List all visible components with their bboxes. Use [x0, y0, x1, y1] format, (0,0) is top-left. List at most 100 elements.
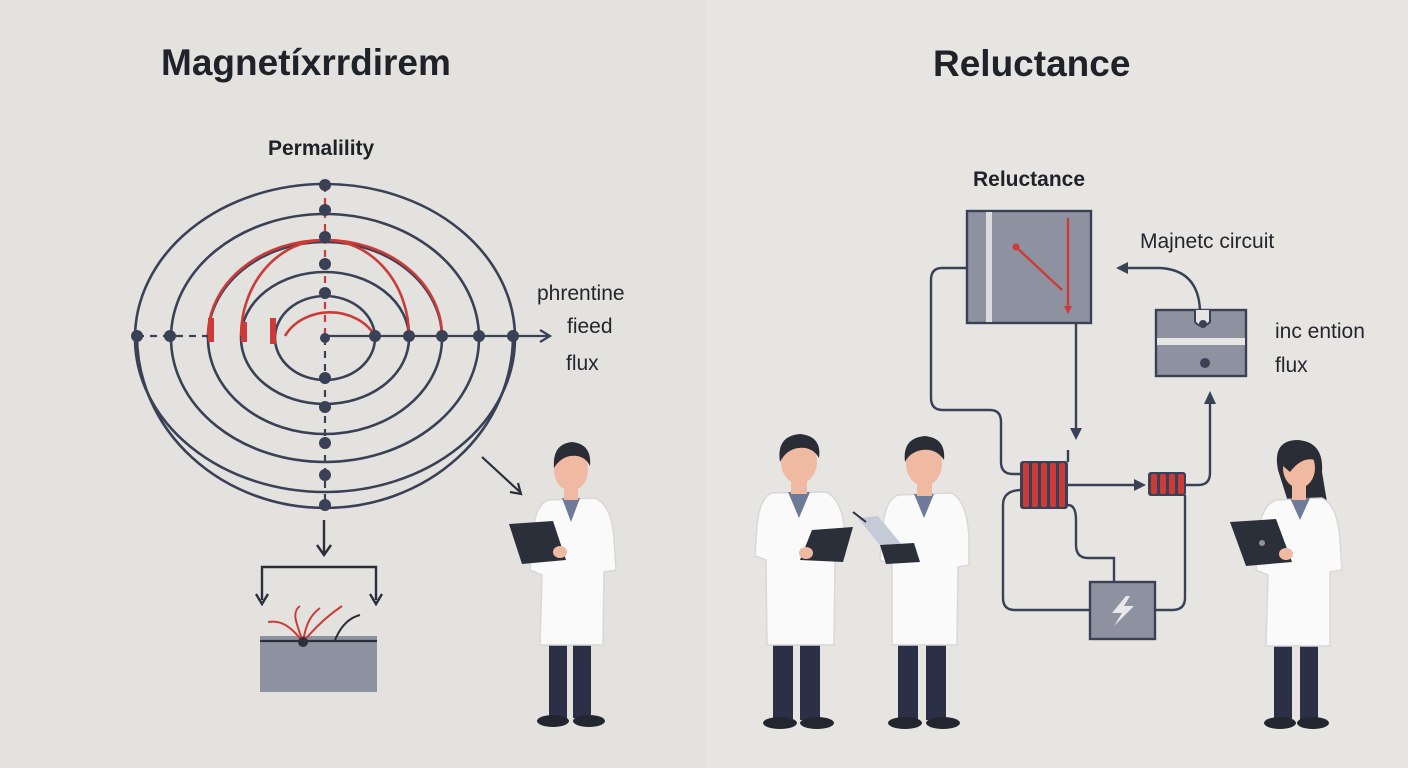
scientist-right: [1230, 440, 1343, 729]
wire-bottom-left: [1001, 488, 1090, 612]
reluctance-needle: [1015, 246, 1063, 291]
arrow-head: [509, 482, 523, 496]
pen: [852, 511, 867, 523]
arrowhead: [1070, 428, 1082, 440]
down-arrowhead: [316, 544, 332, 558]
coil-turn: [1151, 474, 1157, 494]
arrowhead: [1204, 391, 1216, 404]
leg: [549, 630, 567, 718]
node: [319, 469, 331, 481]
neck: [1292, 484, 1306, 500]
arrow-shaft: [481, 456, 521, 493]
leg: [1274, 642, 1292, 720]
reluctance-pivot: [1012, 243, 1020, 251]
shirt: [1290, 498, 1310, 520]
permeability-label: Permalility: [268, 137, 375, 160]
scientist-left: [509, 442, 617, 727]
wire-battery-right: [1155, 495, 1187, 612]
shirt: [914, 494, 934, 518]
spark-line: [267, 620, 304, 643]
shoe: [537, 715, 569, 727]
node: [164, 330, 176, 342]
node: [319, 437, 331, 449]
coil-turn: [1041, 463, 1047, 507]
wire-coil-to-battery: [1067, 503, 1116, 582]
node: [403, 330, 415, 342]
sensor-plate: [260, 636, 377, 692]
coil-turn: [1050, 463, 1056, 507]
hand: [553, 546, 567, 558]
shirt: [562, 498, 580, 522]
hair: [553, 442, 591, 468]
tablet-dot: [1259, 540, 1265, 546]
coil-turn: [1023, 463, 1029, 507]
coil-turn: [1178, 474, 1184, 494]
circuit-block-node: [1199, 320, 1207, 328]
right-title: Reluctance: [933, 43, 1131, 84]
shoe: [573, 715, 605, 727]
node: [319, 258, 331, 270]
flux-sparks: [267, 605, 361, 647]
hair: [779, 434, 820, 462]
shoe: [800, 717, 834, 729]
scientist-middle-right: [852, 436, 970, 729]
tablet: [509, 521, 566, 564]
node: [369, 330, 381, 342]
coil-turn: [1169, 474, 1175, 494]
shoe: [926, 717, 960, 729]
coil-frame: [1148, 472, 1186, 496]
coil-turn: [1032, 463, 1038, 507]
head: [906, 442, 942, 486]
flux-label-line-3: flux: [566, 352, 599, 375]
node: [319, 179, 331, 191]
lab-coat: [879, 492, 970, 646]
shoe: [1297, 717, 1329, 729]
tablet: [880, 543, 920, 564]
hair: [904, 436, 945, 462]
red-marker: [241, 322, 247, 342]
node: [473, 330, 485, 342]
sensor-plate-group: [254, 520, 384, 607]
circuit-block-gap: [1157, 338, 1245, 345]
wire-to-circuit-box: [1124, 266, 1202, 311]
arrowhead: [1134, 479, 1146, 491]
leg: [773, 635, 793, 720]
lightning-icon: [1112, 596, 1134, 626]
spark-line: [294, 605, 304, 643]
reluctance-box-label: Reluctance: [973, 168, 1086, 191]
node: [319, 231, 331, 243]
wire-right-up: [1186, 400, 1212, 487]
node: [436, 330, 448, 342]
coil-large: [1020, 461, 1068, 509]
flux-label-line-2: fieed: [567, 315, 613, 338]
spark-line: [302, 605, 343, 643]
coil-small: [1148, 472, 1186, 496]
node: [507, 330, 519, 342]
circuit-block-node: [1200, 358, 1210, 368]
lab-coat: [529, 497, 617, 646]
hair-front: [1283, 446, 1316, 472]
tablet: [800, 527, 853, 562]
plate-node: [298, 637, 308, 647]
red-markers: [208, 318, 276, 344]
clipboard: [858, 516, 902, 548]
shirt: [788, 492, 810, 518]
reluctance-block: [965, 209, 1093, 325]
node: [131, 330, 143, 342]
shoe: [1264, 717, 1296, 729]
wire-left-loop: [929, 266, 1022, 476]
reluctance-gap: [986, 212, 992, 322]
circuit-arrowheads: [1070, 262, 1216, 491]
right-flux-label-line-1: inc ention: [1275, 320, 1365, 343]
left-title: Magnetíxrrdirem: [161, 42, 451, 83]
leg: [926, 635, 946, 720]
node: [319, 204, 331, 216]
head: [554, 449, 588, 491]
scientist-middle-left: [754, 434, 853, 729]
leg: [898, 635, 918, 720]
circuit-wires: [929, 266, 1212, 612]
bracket: [260, 565, 378, 600]
red-marker: [208, 318, 214, 342]
spark-line: [334, 614, 361, 641]
